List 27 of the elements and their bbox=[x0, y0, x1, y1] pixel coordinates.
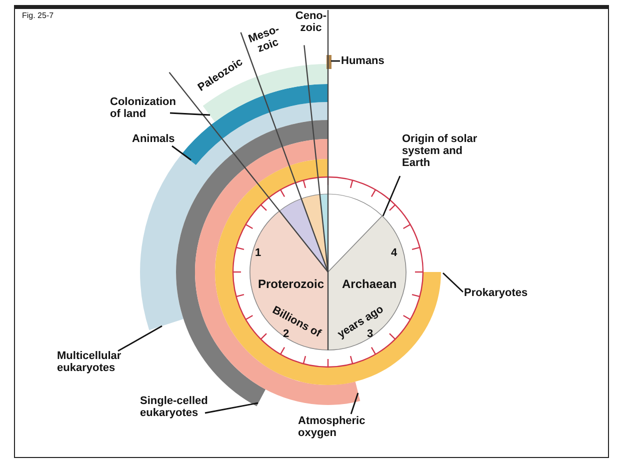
scale-number: 1 bbox=[255, 247, 262, 259]
leader-line bbox=[204, 402, 258, 414]
callout-label: Colonization of land bbox=[110, 96, 185, 120]
scale-number: 4 bbox=[391, 247, 398, 259]
callout-label: Prokaryotes bbox=[464, 287, 544, 299]
callout-label: Multicellular eukaryotes bbox=[57, 350, 137, 374]
leader-line bbox=[118, 325, 162, 352]
scale-number: 3 bbox=[367, 328, 374, 340]
leader-line bbox=[350, 392, 359, 414]
timeline-bar bbox=[326, 55, 332, 69]
leader-line bbox=[382, 176, 401, 216]
leader-line bbox=[331, 60, 340, 62]
callout-label: Animals bbox=[132, 133, 192, 145]
leader-line bbox=[442, 272, 464, 292]
callout-label: Humans bbox=[341, 55, 401, 67]
scale-number: 2 bbox=[283, 328, 290, 340]
era-name: Proterozoic bbox=[258, 278, 324, 290]
leader-line bbox=[172, 145, 192, 161]
callout-label: Single-celled eukaryotes bbox=[140, 395, 220, 419]
era-label: Meso- zoic bbox=[246, 22, 282, 57]
figure-number: Fig. 25-7 bbox=[22, 10, 54, 22]
leader-line bbox=[170, 112, 210, 116]
timeline-band bbox=[215, 159, 441, 385]
era-name: Archaean bbox=[342, 278, 397, 290]
callout-label: Origin of solar system and Earth bbox=[402, 133, 487, 169]
callout-label: Atmospheric oxygen bbox=[298, 415, 378, 439]
era-label: Ceno- zoic bbox=[294, 10, 328, 34]
